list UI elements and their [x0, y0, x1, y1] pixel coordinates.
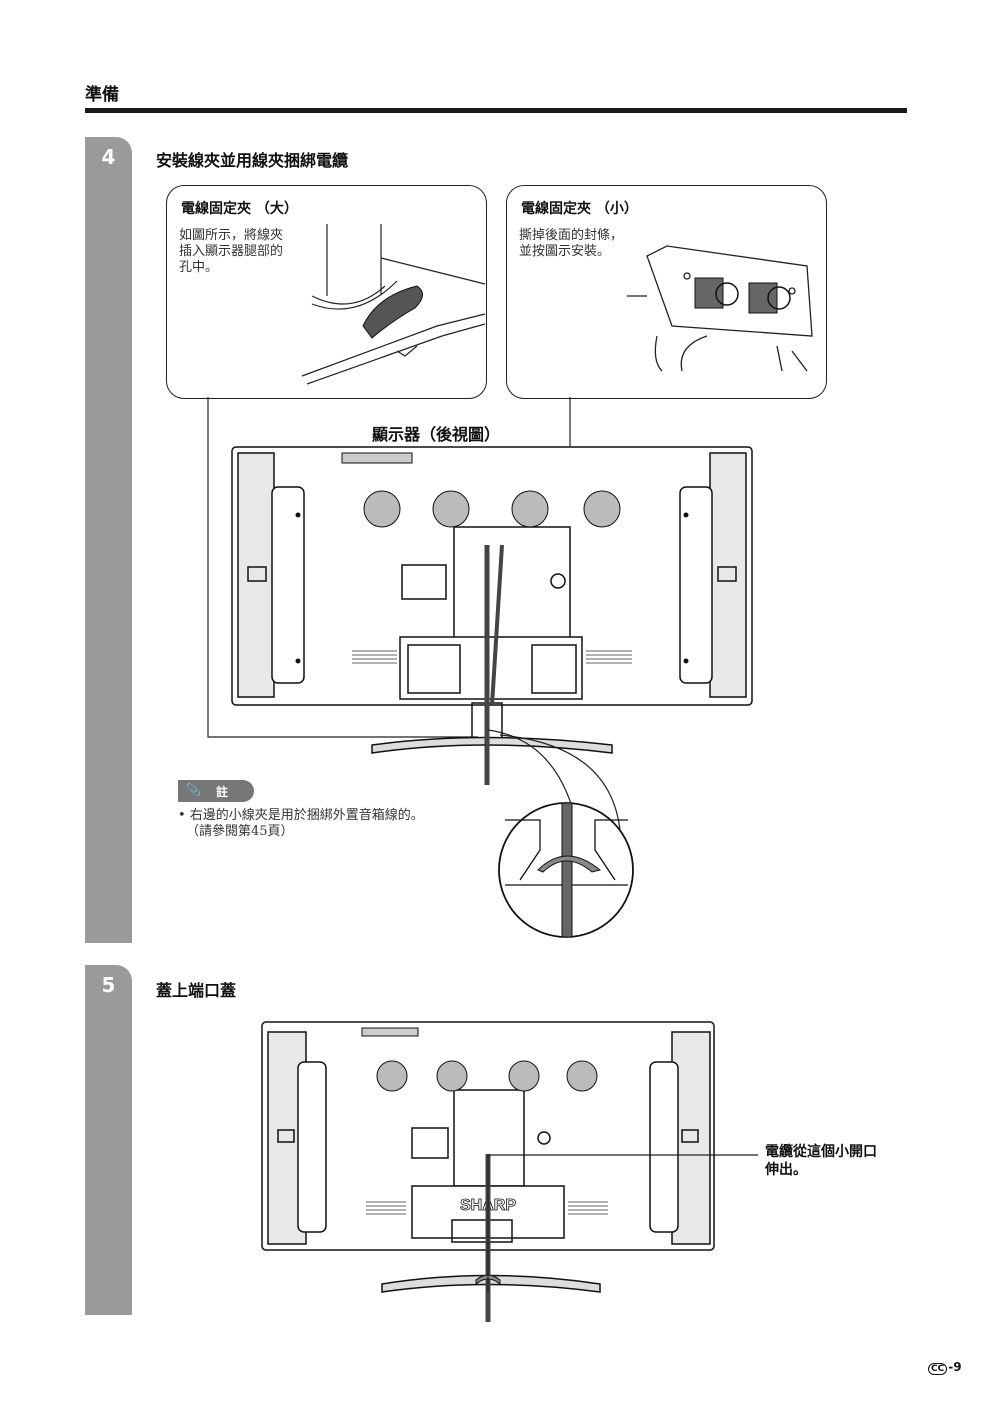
cable-opening-label: 電纜從這個小開口 伸出。 — [765, 1143, 877, 1179]
step-5-title: 蓋上端口蓋 — [156, 981, 237, 1000]
tv-rear-view-step5: SHARP — [261, 1021, 715, 1322]
callout-line: 孔中。 — [179, 260, 219, 275]
page-number: CC-9 — [928, 1360, 962, 1375]
step-number: 4 — [101, 145, 116, 169]
callout-line: 撕掉後面的封條， — [519, 228, 624, 243]
step-4-sidebar: 4 — [85, 137, 132, 943]
callout-title: 電線固定夾 （大） — [181, 201, 298, 217]
note-badge: 📎 註 — [178, 780, 254, 802]
cc-icon: CC — [928, 1363, 948, 1375]
rear-view-label: 顯示器（後視圖） — [372, 425, 501, 444]
section-title: 準備 — [85, 85, 119, 105]
step-number: 5 — [101, 973, 116, 997]
page-number-value: -9 — [948, 1360, 962, 1374]
paperclip-icon: 📎 — [186, 783, 201, 797]
note-line: • 右邊的小線夾是用於捆綁外置音箱線的。 — [178, 808, 424, 823]
step-4-title: 安裝線夾並用線夾捆綁電纜 — [156, 151, 349, 170]
cable-label-line: 電纜從這個小開口 — [765, 1144, 877, 1160]
callout-line: 並按圖示安裝。 — [519, 244, 611, 259]
callout-line: 如圖所示，將線夾 — [179, 228, 284, 243]
note-text: • 右邊的小線夾是用於捆綁外置音箱線的。 （請參閱第45頁） — [178, 808, 424, 840]
step-5-sidebar: 5 — [85, 965, 132, 1315]
small-clip-illustration — [627, 245, 813, 372]
callout-large-clip: 電線固定夾 （大） 如圖所示，將線夾 插入顯示器腿部的 孔中。 — [166, 185, 487, 399]
tv-rear-view-step4 — [231, 446, 753, 785]
cable-label-line: 伸出。 — [765, 1162, 807, 1178]
note-badge-label: 註 — [216, 785, 229, 799]
note-line: （請參閱第45頁） — [186, 824, 294, 839]
callout-title: 電線固定夾 （小） — [521, 201, 638, 217]
callout-text: 撕掉後面的封條， 並按圖示安裝。 — [519, 228, 623, 260]
large-clip-illustration — [301, 224, 486, 385]
header-rule — [85, 108, 907, 113]
callout-small-clip: 電線固定夾 （小） 撕掉後面的封條， 並按圖示安裝。 — [506, 185, 827, 399]
callout-line: 插入顯示器腿部的 — [179, 244, 284, 259]
callout-text: 如圖所示，將線夾 插入顯示器腿部的 孔中。 — [179, 228, 283, 276]
